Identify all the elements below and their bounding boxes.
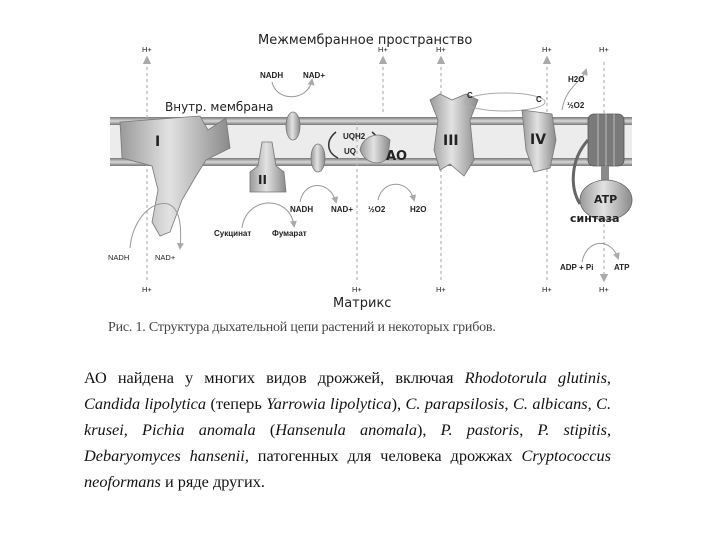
external-nadh-dehydrogenase (285, 111, 301, 141)
atp-synthesis-arrow (581, 242, 620, 263)
paragraph-text: , (606, 420, 612, 439)
ao-label: AO (386, 149, 407, 164)
complex-iv-label: IV (530, 132, 546, 148)
complex-ii: II (249, 141, 287, 193)
species-name: P. stipitis (537, 420, 607, 439)
complex-i-label: I (155, 134, 160, 150)
complex-i: I (119, 115, 231, 237)
species-name: C. parapsilosis (405, 394, 505, 413)
paragraph-text: и ряде других. (160, 472, 265, 491)
h-plus-top-1: H+ (142, 45, 152, 54)
cytochrome-c-label-1: C (467, 91, 473, 100)
species-name: C. albicans (513, 394, 588, 413)
paragraph-text: ( (255, 420, 276, 439)
atp-synthase-label-2: синтаза (570, 212, 619, 225)
nadh-label-1: NADH (108, 253, 129, 262)
species-name: Candida lipolytica (84, 394, 207, 413)
h-plus-bottom-2: H+ (352, 285, 362, 294)
half-o2-ao: ½O2 (368, 205, 386, 214)
paragraph-text: , (606, 368, 611, 387)
species-name: Yarrowia lipolytica (266, 394, 392, 413)
complex-ii-label: II (258, 173, 267, 187)
nad-label-1: NAD+ (155, 253, 176, 262)
species-name: Hansenula anomala (275, 420, 417, 439)
h-plus-top-4: H+ (542, 45, 552, 54)
species-name: Rhodotorula glutinis (464, 368, 607, 387)
complex-iii-label: III (443, 133, 459, 149)
paragraph-text: , (123, 420, 143, 439)
complex-iv: IV (521, 109, 557, 173)
paragraph-text: , (587, 394, 597, 413)
h-plus-top-3: H+ (436, 45, 446, 54)
intermembrane-space-label: Межмембранное пространство (258, 33, 472, 48)
atp-label: ATP (614, 263, 630, 272)
h-plus-bottom-3: H+ (436, 285, 446, 294)
paragraph-text: ), (391, 394, 406, 413)
h2o-top: H2O (568, 75, 584, 84)
nad-label-top: NAD+ (303, 71, 325, 80)
nadh-label-mid: NADH (290, 205, 313, 214)
fumarate-label: Фумарат (272, 229, 307, 238)
uq-label: UQ (344, 147, 356, 156)
h-plus-top-2: H+ (378, 45, 388, 54)
complex-iii: III (429, 93, 479, 177)
adp-pi-label: ADP + Pi (560, 263, 593, 272)
half-o2-top: ½O2 (567, 101, 585, 110)
atp-synthase: ATP синтаза (570, 113, 633, 225)
paragraph-text: ), (416, 420, 441, 439)
h-plus-bottom-5: H+ (599, 285, 609, 294)
membrane-label: Внутр. мембрана (165, 100, 273, 114)
paragraph-text: (теперь (206, 394, 267, 413)
matrix-label: Матрикс (333, 296, 391, 311)
succinate-label: Сукцинат (214, 229, 251, 238)
complex-i-nadh-arrow (129, 203, 184, 250)
nad-label-mid: NAD+ (331, 205, 353, 214)
species-name: Debaryomyces hansenii (84, 446, 245, 465)
species-name: Cryptococcus neoformans (84, 446, 611, 491)
internal-nadh-arrow (299, 185, 339, 204)
respiratory-chain-diagram: Межмембранное пространство Внутр. мембра… (108, 33, 633, 311)
paragraph-text: , (519, 420, 538, 439)
alternative-oxidase: AO (359, 134, 407, 164)
internal-nadh-dehydrogenase (310, 143, 326, 173)
h2o-ao: H2O (410, 205, 426, 214)
species-name: C. krusei (84, 394, 612, 439)
figure-caption: Рис. 1. Структура дыхательной цепи расте… (108, 320, 496, 335)
ao-oxygen-arrow (377, 183, 417, 202)
atp-synthase-label-1: ATP (594, 193, 617, 206)
species-name: Pichia anomala (142, 420, 256, 439)
species-name: P. pastoris (440, 420, 520, 439)
complex-iv-oxygen-arrow (561, 68, 588, 111)
nadh-label-top: NADH (260, 71, 283, 80)
uqh2-label: UQH2 (343, 132, 366, 141)
paragraph-text: , (504, 394, 514, 413)
h-plus-bottom-1: H+ (142, 285, 152, 294)
succinate-arrow (241, 202, 297, 229)
paragraph-text: АО найдена у многих видов дрожжей, включ… (84, 368, 465, 387)
cytochrome-c-shuttle (464, 92, 546, 112)
body-paragraph: АО найдена у многих видов дрожжей, включ… (84, 365, 611, 495)
external-nadh-arrow (271, 78, 315, 98)
h-plus-top-5: H+ (599, 45, 609, 54)
cytochrome-c-label-2: C (536, 95, 542, 104)
h-plus-bottom-4: H+ (542, 285, 552, 294)
paragraph-text: , патогенных для человека дрожжах (244, 446, 522, 465)
